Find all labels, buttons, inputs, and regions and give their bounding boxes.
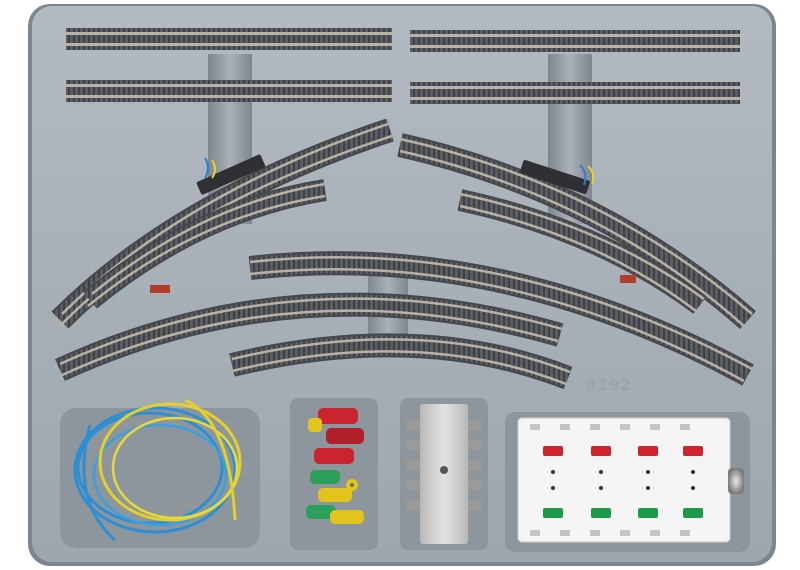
curved-track-upper xyxy=(248,251,754,386)
terminal-dots xyxy=(551,470,695,490)
control-box xyxy=(517,417,744,543)
straight-track-top-right xyxy=(410,30,740,52)
wire-coil xyxy=(73,398,242,542)
green-buttons xyxy=(543,508,703,518)
red-buttons xyxy=(543,446,703,456)
straight-track-mid-left xyxy=(66,80,392,102)
turnout-right xyxy=(397,133,756,330)
curved-track-lower xyxy=(229,333,573,390)
distribution-strip xyxy=(406,404,482,544)
connector-plugs xyxy=(306,408,364,524)
straight-track-mid-right xyxy=(410,82,740,104)
tray-number: 8192 xyxy=(586,376,632,394)
curved-track-middle xyxy=(55,292,564,381)
turnout-left xyxy=(51,118,394,329)
straight-track-top-left xyxy=(66,28,392,50)
